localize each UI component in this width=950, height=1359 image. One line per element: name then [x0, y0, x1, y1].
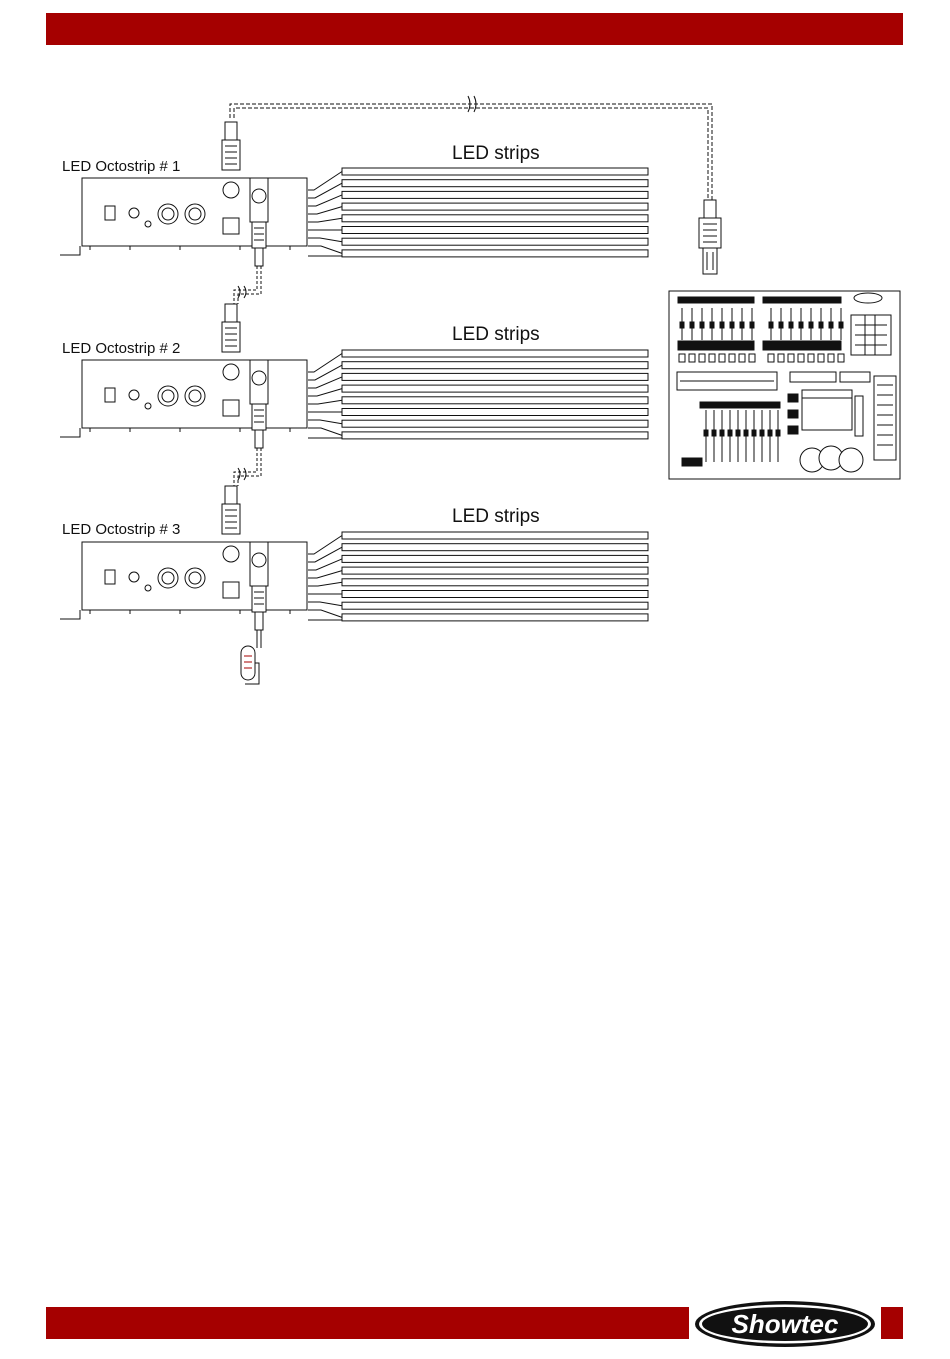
led-strip	[342, 373, 648, 380]
fuse-icon	[129, 572, 139, 582]
fader-knob	[740, 322, 744, 328]
led-strip	[342, 432, 648, 439]
xlr-connector-icon	[225, 304, 237, 322]
led-strip	[342, 409, 648, 416]
led-strip	[342, 579, 648, 586]
fader-knob	[704, 430, 708, 436]
xlr-connector-icon	[225, 122, 237, 140]
fader-knob	[779, 322, 783, 328]
led-strip	[342, 350, 648, 357]
led-strip	[342, 544, 648, 551]
led-strip	[342, 555, 648, 562]
fader-knob	[769, 322, 773, 328]
flash-button	[768, 354, 774, 362]
fader-knob	[760, 430, 764, 436]
fader-knob	[750, 322, 754, 328]
flash-button	[709, 354, 715, 362]
fuse-icon	[129, 208, 139, 218]
fader-knob	[700, 322, 704, 328]
flash-button	[788, 354, 794, 362]
flash-button	[739, 354, 745, 362]
led-strip	[342, 180, 648, 187]
showtec-logo: Showtec	[689, 1296, 881, 1352]
xlr-connector-icon	[252, 222, 266, 248]
flash-button	[818, 354, 824, 362]
dmx-in-icon	[223, 546, 239, 562]
flash-button	[838, 354, 844, 362]
led-strip	[342, 567, 648, 574]
dmx-in-icon	[223, 182, 239, 198]
fader-knob	[730, 322, 734, 328]
flash-button	[798, 354, 804, 362]
power-switch-icon	[105, 206, 115, 220]
dmx-in-icon	[223, 364, 239, 380]
led-strip	[342, 250, 648, 257]
master-fader	[682, 458, 702, 466]
led-strips	[308, 350, 648, 439]
led-strips	[308, 532, 648, 621]
rj45-icon	[223, 218, 239, 234]
fader-knob	[720, 322, 724, 328]
led-strip	[342, 191, 648, 198]
fader-knob	[776, 430, 780, 436]
led-strip	[342, 602, 648, 609]
flash-button	[778, 354, 784, 362]
fader-knob	[744, 430, 748, 436]
fader-knob	[736, 430, 740, 436]
xlr-connector-icon	[252, 404, 266, 430]
fader-knob	[728, 430, 732, 436]
rj45-icon	[223, 400, 239, 416]
fader-knob	[809, 322, 813, 328]
flash-button	[828, 354, 834, 362]
flash-button	[749, 354, 755, 362]
brand-text: Showtec	[732, 1309, 839, 1339]
fader-knob	[839, 322, 843, 328]
octostrip-unit-1	[60, 122, 648, 304]
led-strip	[342, 215, 648, 222]
led-strip	[342, 397, 648, 404]
led-strip	[342, 532, 648, 539]
dmx-controller-icon	[669, 291, 900, 479]
fader-knob	[720, 430, 724, 436]
fuse-icon	[129, 390, 139, 400]
fader-knob	[829, 322, 833, 328]
fader-knob	[712, 430, 716, 436]
power-switch-icon	[105, 570, 115, 584]
flash-button	[729, 354, 735, 362]
led-strips	[308, 168, 648, 257]
led-strip	[342, 614, 648, 621]
fader-knob	[789, 322, 793, 328]
flash-button	[679, 354, 685, 362]
xlr-connector-icon	[225, 486, 237, 504]
xlr-connector-icon	[699, 200, 721, 274]
fader-knob	[819, 322, 823, 328]
led-strip	[342, 591, 648, 598]
led-strip	[342, 168, 648, 175]
terminator-icon	[241, 630, 261, 684]
led-strip	[342, 227, 648, 234]
flash-button	[689, 354, 695, 362]
fader-knob	[799, 322, 803, 328]
led-strip	[342, 385, 648, 392]
led-strip	[342, 203, 648, 210]
fader-knob	[690, 322, 694, 328]
flash-button	[699, 354, 705, 362]
connection-diagram	[0, 0, 950, 720]
octostrip-unit-3	[60, 486, 648, 630]
rj45-icon	[223, 582, 239, 598]
led-strip	[342, 238, 648, 245]
fader-knob	[680, 322, 684, 328]
octostrip-unit-2	[60, 304, 648, 486]
flash-button	[719, 354, 725, 362]
fader-knob	[710, 322, 714, 328]
led-strip	[342, 420, 648, 427]
fader-knob	[768, 430, 772, 436]
xlr-connector-icon	[252, 586, 266, 612]
power-switch-icon	[105, 388, 115, 402]
led-strip	[342, 362, 648, 369]
flash-button	[808, 354, 814, 362]
fader-knob	[752, 430, 756, 436]
